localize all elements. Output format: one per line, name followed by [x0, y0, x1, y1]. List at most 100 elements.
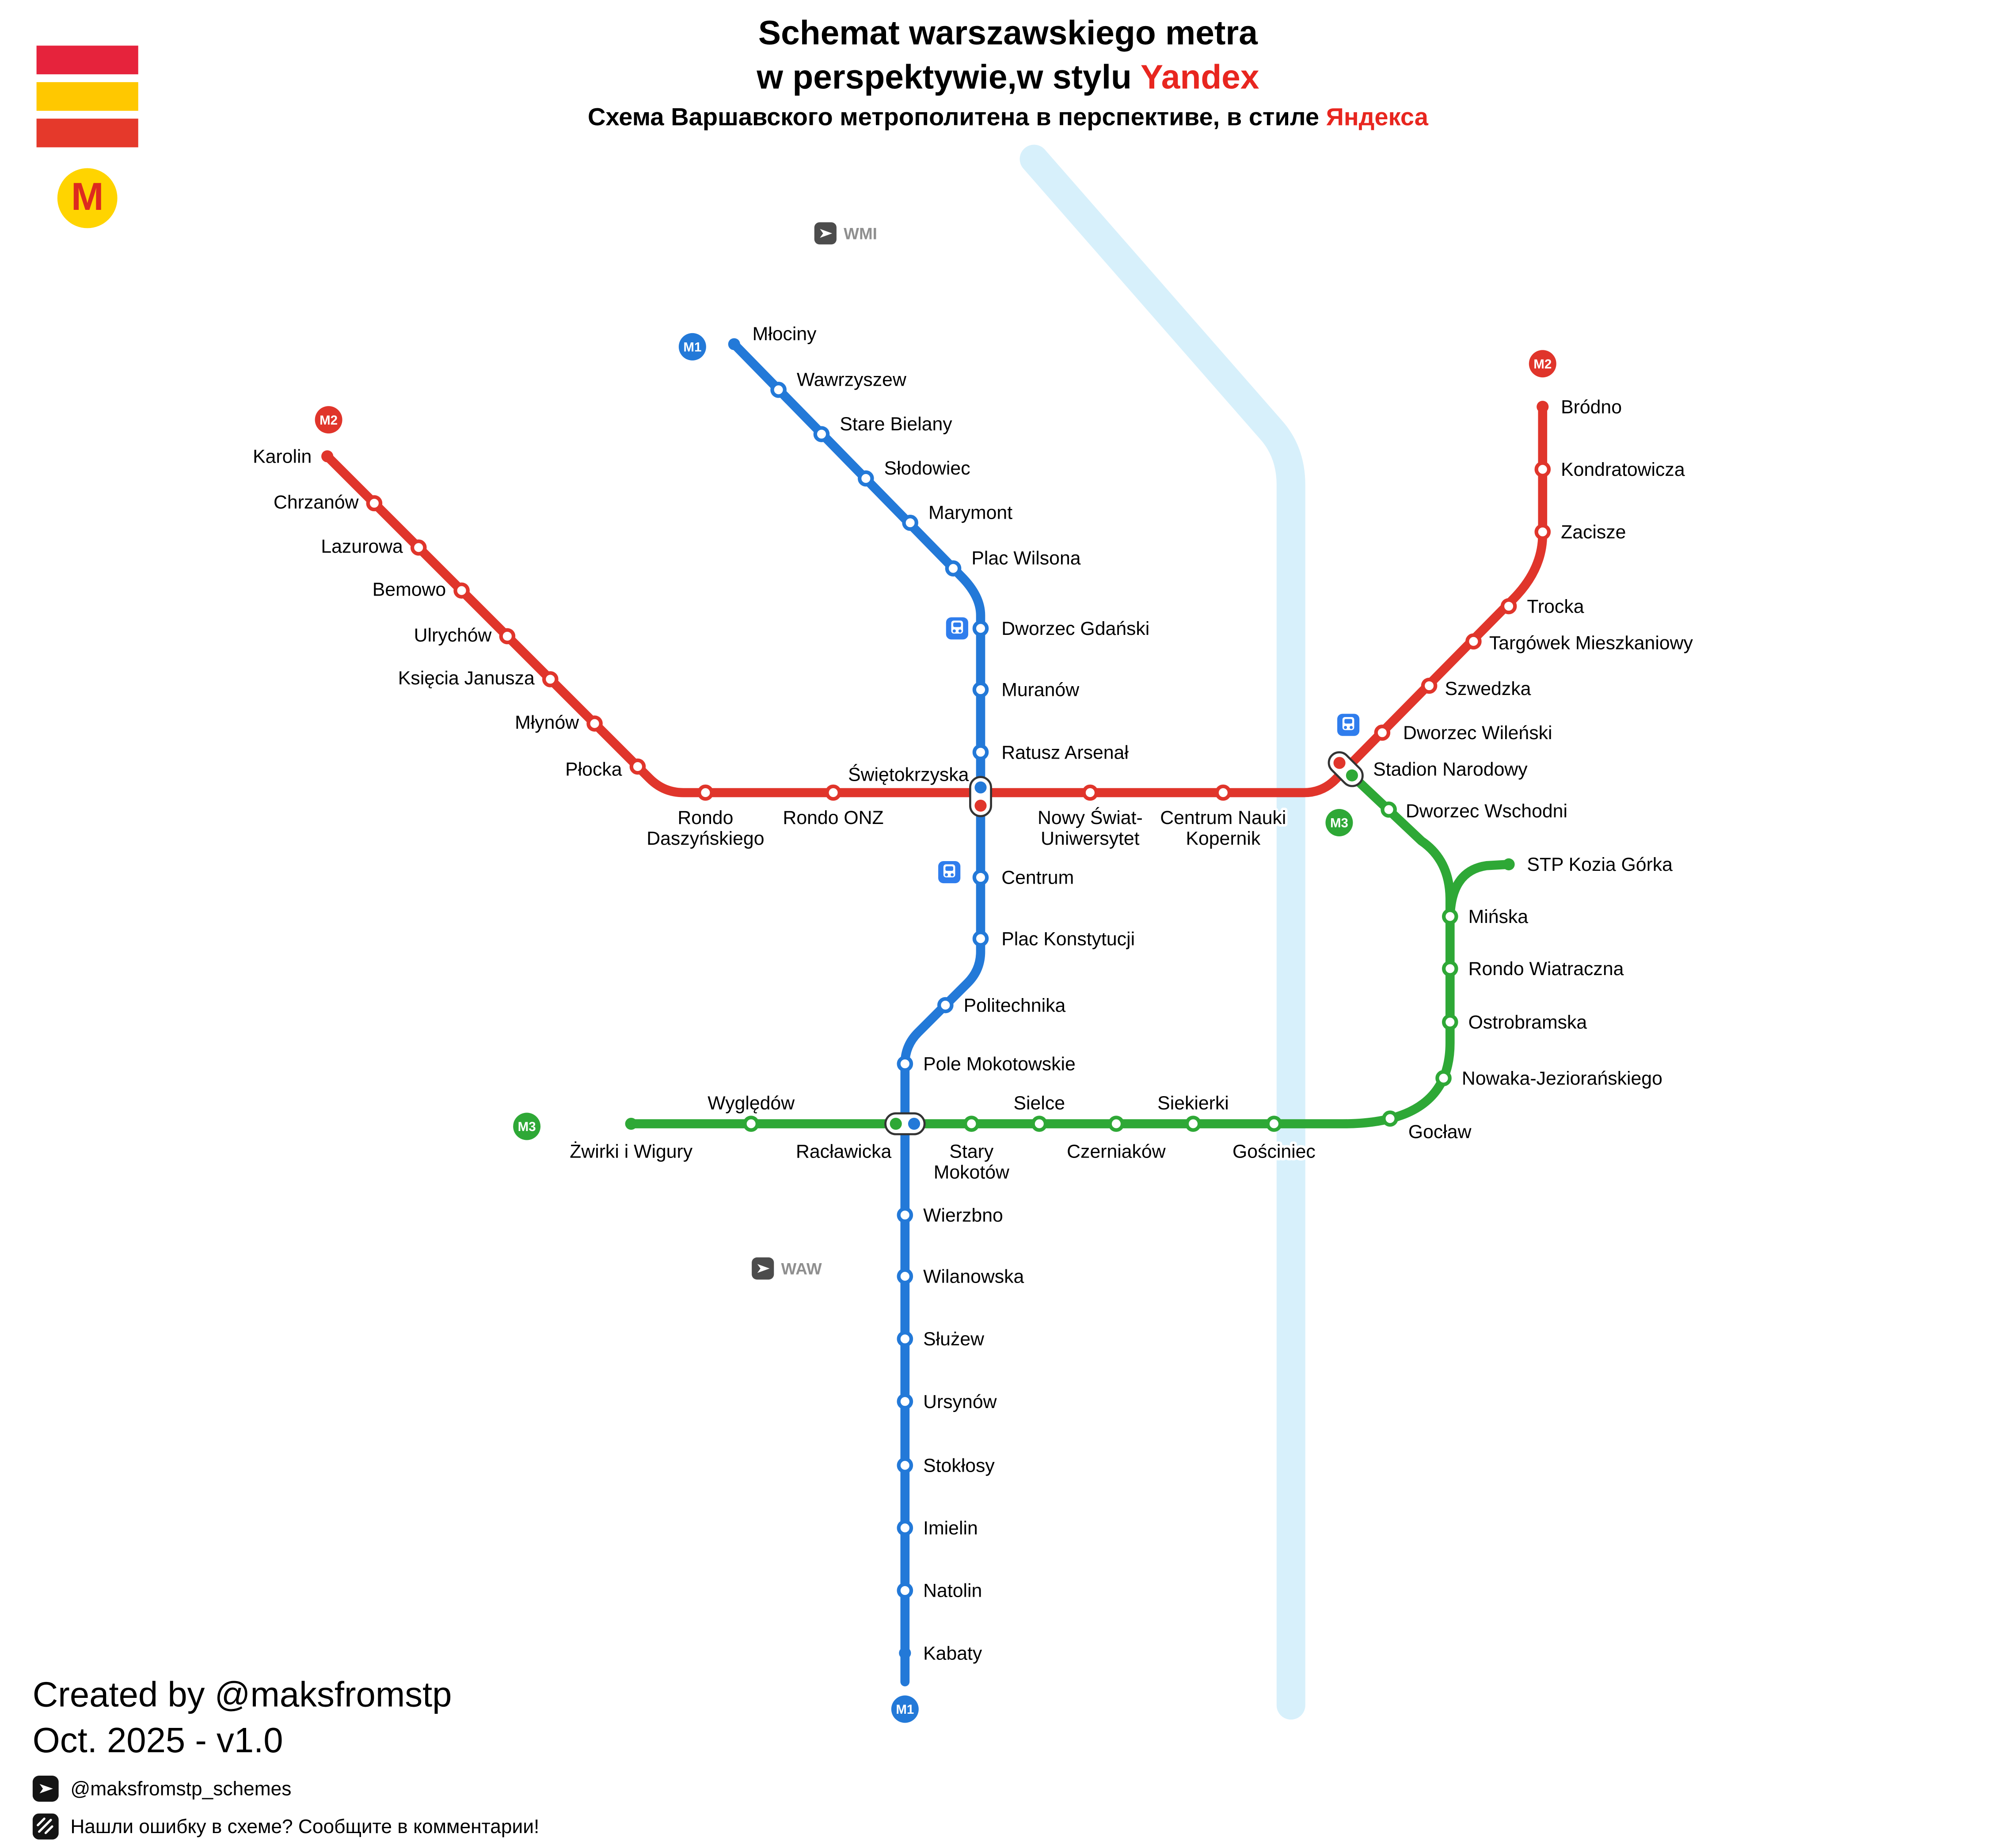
station-nowy-wiat-uniwersytet: Nowy Świat-Uniwersytet [1035, 784, 1145, 852]
station-label: Muranów [1001, 680, 1079, 701]
title-polish-line2: w perspektywie,w stylu Yandex [0, 55, 2016, 99]
station-dot [899, 1647, 911, 1659]
station-wirki-i-wigury: Żwirki i Wigury [567, 1118, 696, 1165]
station-dworzec-gda-ski: Dworzec Gdański [972, 615, 1152, 642]
station-dot [410, 539, 427, 556]
station-trocka: Trocka [1500, 593, 1587, 620]
line-badge-label: M1 [683, 340, 701, 355]
vistula-river [1019, 144, 1305, 1720]
station-label: Czerniaków [1067, 1141, 1166, 1162]
station-stadion-narodowy: Stadion Narodowy [1370, 756, 1530, 783]
station-dot [542, 671, 559, 687]
telegram-handle: @maksfromstp_schemes [70, 1777, 292, 1800]
station-dot [1108, 1116, 1125, 1132]
line-badge-label: M2 [320, 413, 338, 428]
station-dot [1421, 677, 1438, 694]
station-label: Stare Bielany [840, 414, 952, 435]
title-line3-prefix: Схема Варшавского метрополитена в перспе… [587, 104, 1326, 132]
station-dot [1185, 1116, 1202, 1132]
title-russian: Схема Варшавского метрополитена в перспе… [0, 102, 2016, 136]
station-dworzec-wschodni: Dworzec Wschodni [1381, 798, 1570, 824]
station-label: Wyględów [708, 1093, 795, 1114]
station-dot [897, 1055, 913, 1072]
station-dot [897, 1393, 913, 1410]
station-label: Dworzec Gdański [1001, 618, 1149, 639]
station-kondratowicza: Kondratowicza [1534, 456, 1688, 483]
station-dot [972, 681, 989, 698]
station-dot [625, 1118, 637, 1130]
station-ratusz-arsena: Ratusz Arsenał [972, 739, 1131, 766]
station-siekierki: Siekierki [1155, 1090, 1232, 1132]
station-p-ocka: Płocka [563, 756, 646, 783]
station-dot [1442, 1014, 1458, 1030]
station-dot [1382, 1110, 1398, 1127]
interchange-rac-awicka [884, 1112, 926, 1135]
station-dot [858, 470, 874, 487]
title-polish: Schemat warszawskiego metra [758, 13, 1258, 53]
station-nowaka-jeziora-skiego: Nowaka-Jeziorańskiego [1435, 1065, 1665, 1092]
station-zacisze: Zacisze [1534, 519, 1628, 546]
station-label: Pole Mokotowskie [923, 1054, 1076, 1075]
station-dot [902, 514, 918, 531]
station-br-dno: Bródno [1537, 394, 1624, 420]
station-label: Słodowiec [884, 458, 970, 479]
station-dot [897, 1331, 913, 1347]
airport-waw: WAW [752, 1257, 824, 1280]
line-badge-label: M3 [518, 1120, 536, 1134]
station-label: Marymont [928, 502, 1012, 523]
station-label: Lazurowa [321, 536, 403, 557]
station-label: Ratusz Arsenał [1001, 742, 1129, 763]
credits-block: Created by @maksfromstp Oct. 2025 - v1.0… [32, 1673, 539, 1840]
station-dot [1031, 1116, 1048, 1132]
airport-code: WMI [844, 224, 877, 243]
station-dot [972, 744, 989, 760]
station-label: Trocka [1527, 596, 1584, 617]
rail-station-icon [938, 861, 961, 884]
station-label: Kabaty [923, 1643, 982, 1664]
station-dot [972, 930, 989, 947]
station-stare-bielany: Stare Bielany [813, 411, 955, 442]
station-lazurowa: Lazurowa [318, 533, 427, 560]
station-dot [629, 758, 646, 775]
station-stp-kozia-g-rka: STP Kozia Górka [1502, 851, 1675, 878]
station-dot [897, 1520, 913, 1536]
station-label: Dworzec Wschodni [1406, 801, 1567, 822]
station-label: Gościniec [1232, 1141, 1316, 1162]
station-dot [499, 628, 516, 645]
station-dworzec-wile-ski: Dworzec Wileński [1374, 720, 1555, 746]
station-ulrych-w: Ulrychów [411, 622, 516, 649]
station-dot [1537, 401, 1549, 413]
station-dot [1534, 461, 1551, 478]
line-badge-m2: M2 [1529, 350, 1556, 378]
station-dot [1435, 1070, 1452, 1086]
line-m3-branch-path [1445, 860, 1514, 925]
station-imielin: Imielin [897, 1515, 981, 1541]
station-dot [1502, 858, 1515, 870]
station-label: Racławicka [796, 1141, 891, 1162]
yandex-wordmark: Yandex [1140, 57, 1259, 97]
station-ksi-cia-janusza: Księcia Janusza [396, 665, 559, 691]
station-label: Sielce [1014, 1093, 1065, 1114]
station-label: Stokłosy [923, 1455, 995, 1476]
transfer-dot-m3 [890, 1118, 902, 1130]
station-ostrobramska: Ostrobramska [1442, 1009, 1590, 1036]
station-label: Ostrobramska [1468, 1012, 1587, 1033]
station-s-u-ew: Służew [897, 1326, 987, 1352]
interchange-stadion-narodowy [1328, 751, 1364, 787]
station-label: Ursynów [923, 1391, 997, 1412]
station-dot [321, 450, 334, 463]
station-dot [1465, 633, 1482, 650]
station-muran-w: Muranów [972, 677, 1082, 703]
station-natolin: Natolin [897, 1578, 985, 1604]
transfer-dot-m2 [1333, 757, 1346, 769]
station-label: Młynów [515, 712, 579, 733]
line-badge-m1: M1 [891, 1695, 919, 1723]
station-label: Gocław [1408, 1121, 1472, 1143]
rail-station-icon [946, 617, 968, 640]
station-label: Świętokrzyska [848, 764, 969, 786]
